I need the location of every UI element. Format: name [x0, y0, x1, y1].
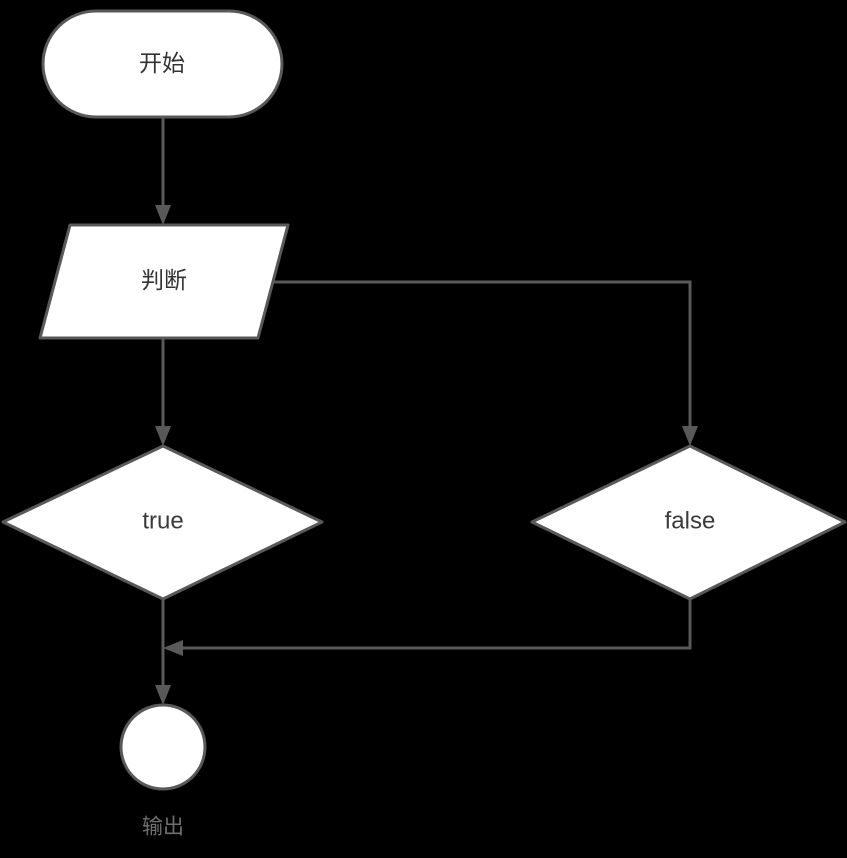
edge-line	[174, 600, 692, 650]
edge-true-to-output	[155, 600, 171, 705]
arrowhead-icon	[155, 205, 171, 225]
arrowhead-icon	[163, 640, 183, 656]
arrowhead-icon	[155, 685, 171, 705]
output-node-caption: 输出	[142, 816, 184, 839]
false-node-label: false	[665, 507, 716, 534]
edge-start-to-decision	[155, 118, 171, 225]
start-node[interactable]: 开始	[41, 9, 284, 119]
arrowhead-icon	[682, 426, 698, 446]
output-node[interactable]: 输出	[119, 703, 207, 839]
false-node-shape[interactable]	[530, 444, 847, 601]
decision-node[interactable]: 判断	[38, 223, 290, 340]
decision-node-label: 判断	[141, 267, 187, 293]
start-node-shape[interactable]	[41, 9, 284, 119]
decision-node-shape[interactable]	[38, 223, 290, 340]
true-node-shape[interactable]	[1, 444, 324, 601]
true-node[interactable]: true	[1, 444, 324, 601]
edge-decision-to-true	[155, 339, 171, 446]
output-node-shape[interactable]	[119, 703, 207, 791]
true-node-label: true	[142, 507, 183, 534]
false-node[interactable]: false	[530, 444, 847, 601]
arrowhead-icon	[155, 426, 171, 446]
edge-line	[258, 280, 692, 435]
edge-false-to-output	[163, 600, 692, 656]
edge-decision-to-false	[258, 280, 698, 446]
start-node-label: 开始	[139, 50, 185, 76]
